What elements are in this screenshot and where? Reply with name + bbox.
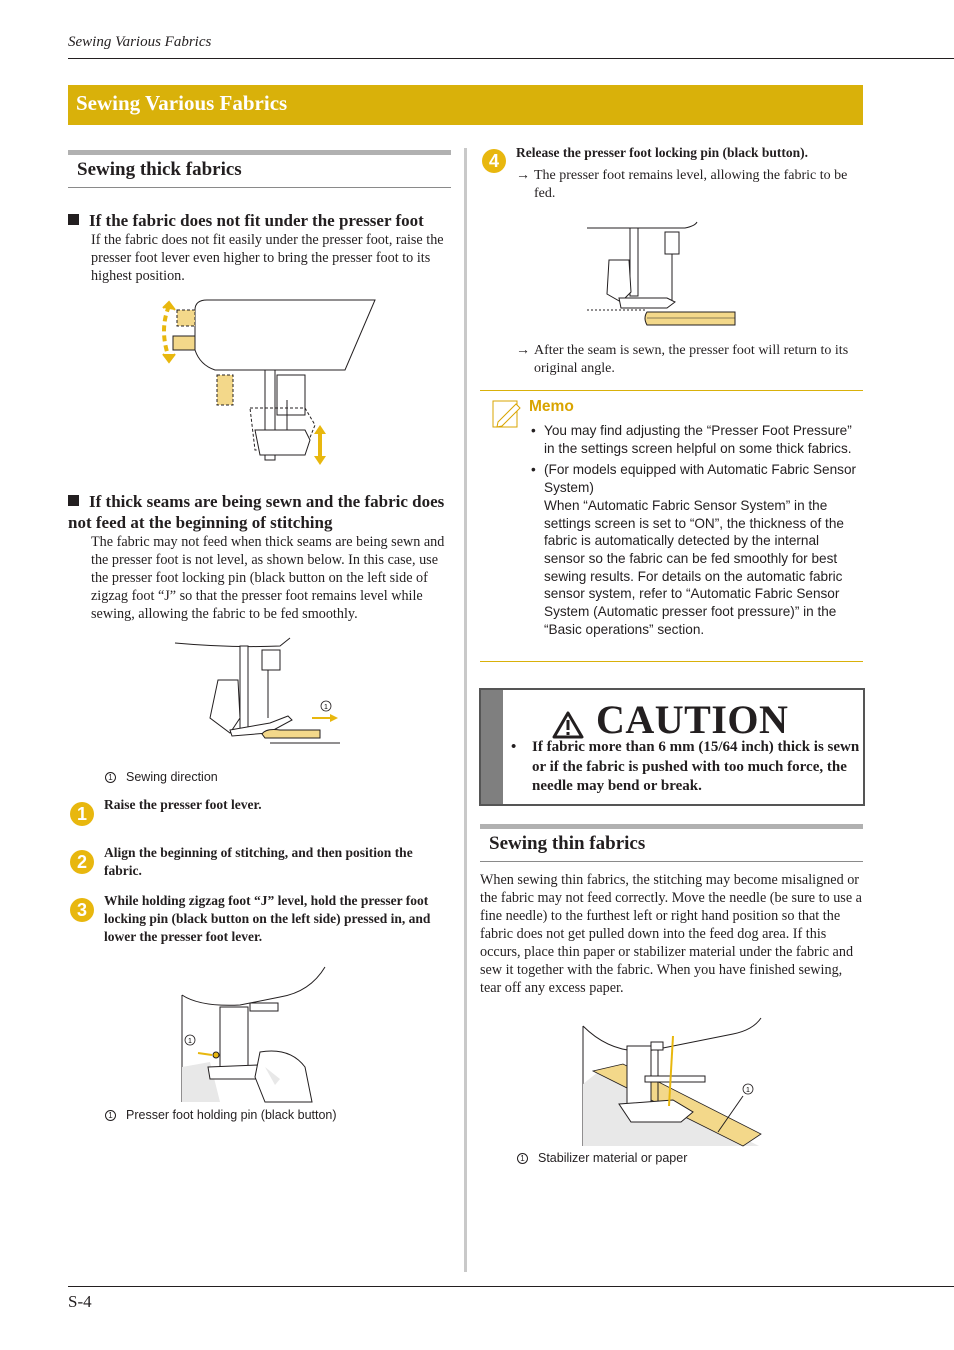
memo-item-1: You may find adjusting the “Presser Foot… (531, 422, 861, 457)
step-2-text: Align the beginning of stitching, and th… (104, 845, 413, 878)
memo-item-2-head: (For models equipped with Automatic Fabr… (544, 462, 857, 496)
subheading-fabric-not-fit: If the fabric does not fit under the pre… (68, 210, 458, 231)
memo-bottom-rule (480, 661, 863, 662)
step-1-number: 1 (70, 802, 94, 826)
chapter-title-bar (68, 85, 863, 125)
step-3-text: While holding zigzag foot “J” level, hol… (104, 893, 431, 944)
figure-stabilizer: 1 (582, 1017, 762, 1147)
fig4-label: 1 (746, 1087, 750, 1094)
figure-foot-not-level: 1 (174, 637, 340, 744)
body-fabric-not-fit: If the fabric does not fit easily under … (91, 232, 444, 284)
step-4-text: Release the presser foot locking pin (bl… (516, 145, 809, 160)
memo-item-2: (For models equipped with Automatic Fabr… (531, 461, 861, 638)
caution-bullet: • (511, 739, 517, 755)
header-rule (68, 58, 954, 59)
chapter-title: Sewing Various Fabrics (76, 91, 288, 115)
section-title-thick: Sewing thick fabrics (77, 159, 242, 180)
figure-holding-pin: 1 (181, 966, 326, 1103)
footer-rule (68, 1286, 954, 1287)
caution-box: CAUTION • If fabric more than 6 mm (15/6… (479, 688, 865, 806)
step-3-number: 3 (70, 898, 94, 922)
caution-side-bar (481, 690, 503, 804)
result-text-2: After the seam is sewn, the presser foot… (534, 343, 849, 376)
square-bullet-icon (68, 495, 79, 506)
memo-list: You may find adjusting the “Presser Foot… (531, 422, 861, 642)
caution-text: If fabric more than 6 mm (15/64 inch) th… (532, 739, 860, 794)
body-thick-seams: The fabric may not feed when thick seams… (91, 534, 445, 622)
running-head: Sewing Various Fabrics (68, 34, 212, 50)
result-text-1: The presser foot remains level, allowing… (534, 168, 848, 201)
figure-presser-foot-lever (162, 299, 376, 465)
page-number: S-4 (68, 1292, 92, 1311)
caution-item: • If fabric more than 6 mm (15/64 inch) … (511, 738, 861, 797)
warning-triangle-icon (552, 711, 584, 739)
memo-pencil-icon (492, 400, 521, 428)
result-arrow-1: → (516, 168, 530, 183)
step-4-number: 4 (482, 149, 506, 173)
result-arrow-2: → (516, 343, 530, 358)
fig3-label: 1 (188, 1038, 192, 1045)
caution-title: CAUTION (596, 697, 789, 742)
step-1-text: Raise the presser foot lever. (104, 797, 262, 812)
memo-top-rule (480, 390, 863, 391)
step-2-number: 2 (70, 850, 94, 874)
subheading-thick-seams: If thick seams are being sewn and the fa… (68, 492, 445, 532)
memo-item-2-body: When “Automatic Fabric Sensor System” in… (544, 497, 844, 637)
body-thin-fabrics: When sewing thin fabrics, the stitching … (480, 872, 862, 996)
square-bullet-icon (68, 214, 79, 225)
figure-foot-level (587, 221, 736, 326)
section-heading-thin: Sewing thin fabrics (480, 824, 863, 862)
memo-title: Memo (529, 398, 574, 415)
fig2-label: 1 (324, 704, 328, 711)
column-divider (464, 148, 467, 1272)
section-heading-thick: Sewing thick fabrics (68, 150, 451, 188)
section-title-thin: Sewing thin fabrics (489, 833, 646, 854)
